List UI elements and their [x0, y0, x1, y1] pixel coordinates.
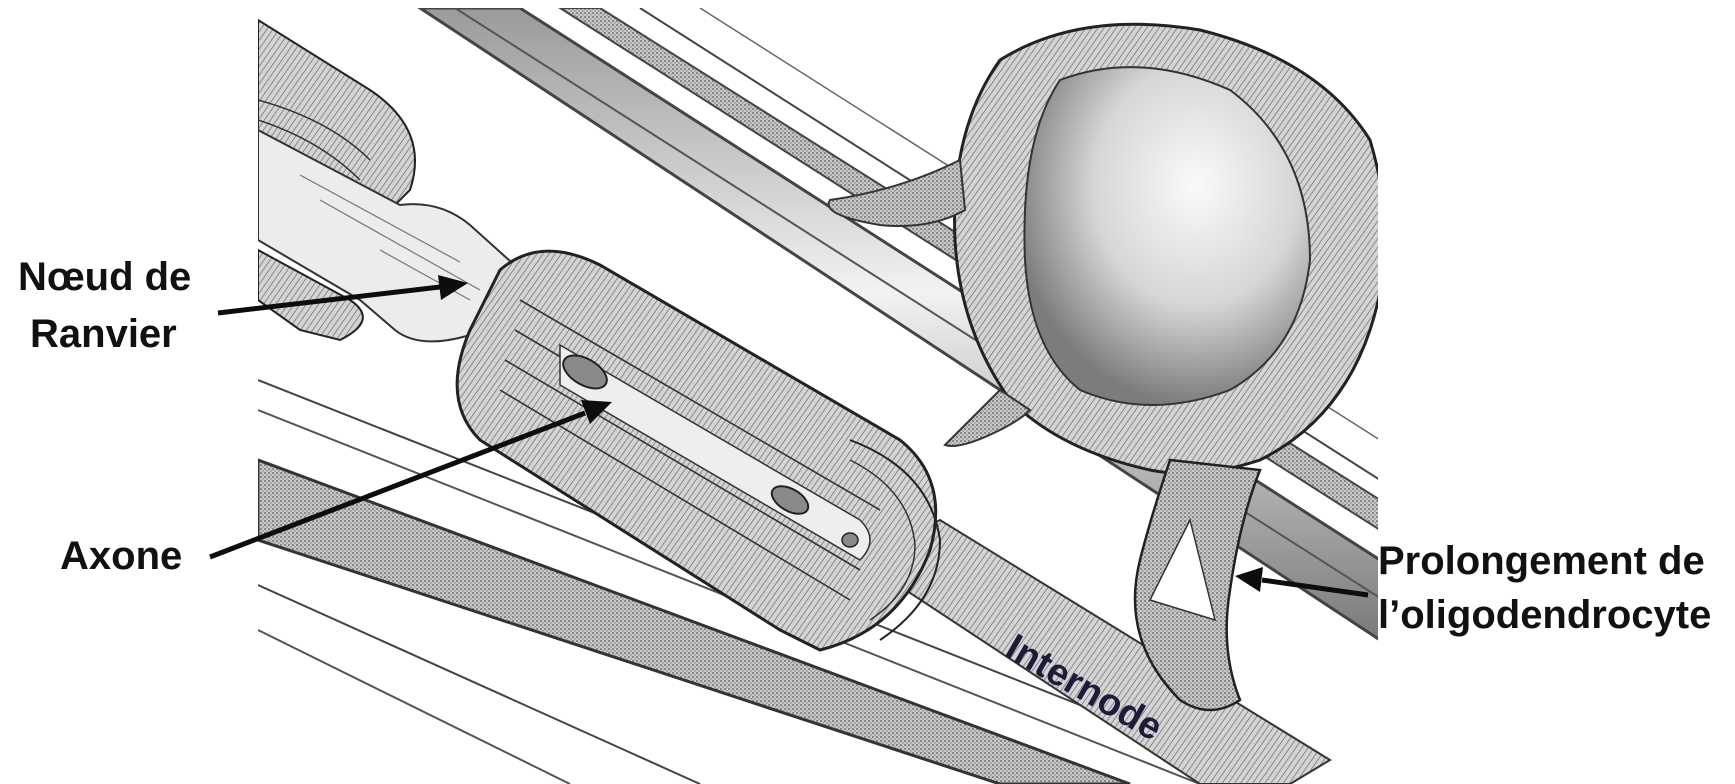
label-prolongement-line2: l’oligodendrocyte	[1378, 593, 1711, 637]
label-prolongement-line1: Prolongement de	[1378, 539, 1705, 583]
illustration	[258, 8, 1385, 784]
label-noeud-de-ranvier-line1: Nœud de	[18, 255, 191, 299]
label-axone: Axone	[60, 534, 182, 578]
label-noeud-de-ranvier-line2: Ranvier	[30, 312, 177, 356]
oligodendrocyte	[829, 24, 1385, 710]
